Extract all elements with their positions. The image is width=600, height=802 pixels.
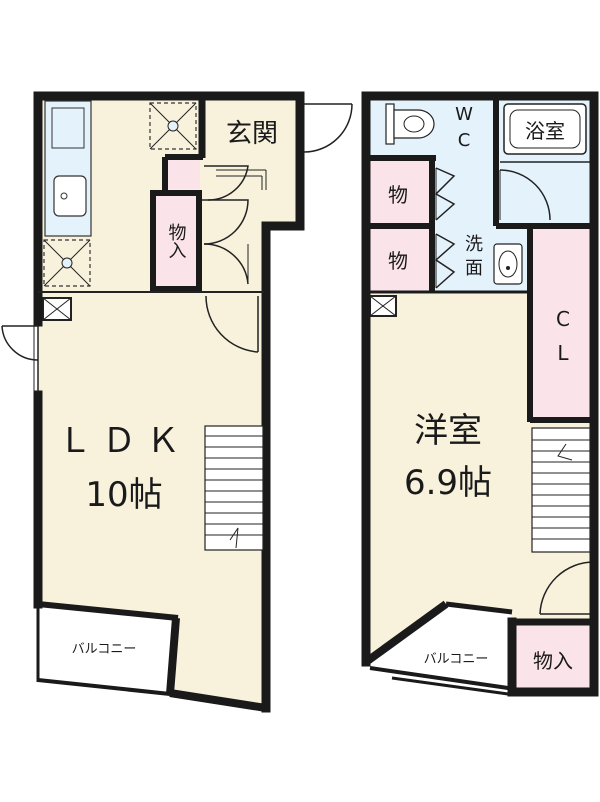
storage-mid-fill: [366, 228, 430, 292]
floor1-main-fill: [38, 96, 300, 706]
wc-label-w: W: [455, 104, 473, 125]
floor1-balcony-side: [166, 617, 180, 695]
storage-top-label: 物: [388, 183, 408, 207]
pipe-shaft-icon: [369, 295, 397, 317]
storage-mid-label: 物: [388, 249, 408, 273]
ldk-size-label: 10帖: [85, 475, 162, 515]
floor2-wall-outer: [361, 91, 599, 697]
wash-label-2: 面: [465, 258, 483, 279]
entrance-label: 玄関: [226, 119, 278, 149]
balcony-label-2f: バルコニー: [424, 652, 489, 667]
ventilation-fan-icon: [43, 239, 91, 287]
door-swing-icon: [204, 165, 267, 201]
floor2-balcony-rail: [369, 666, 509, 690]
floor1-balcony-fill: [40, 606, 176, 694]
pipe-shaft-icon: [42, 297, 72, 321]
stairs-icon: [204, 425, 264, 551]
ldk-label: ＬＤＫ: [58, 421, 190, 461]
floor1-wall-bottom: [169, 689, 267, 712]
kitchen-sink-icon: [53, 175, 87, 217]
small-storage-fill-1f: [168, 157, 200, 189]
western-room-label: 洋室: [414, 411, 482, 451]
storage-label-1f: 物入: [166, 223, 187, 259]
washbasin-icon: [493, 243, 523, 285]
bathtub-icon: [499, 103, 590, 221]
storage-bottom-fill: [512, 622, 594, 692]
entrance-door-icon: [303, 103, 353, 153]
storage-top-fill: [366, 160, 430, 224]
closet-fill: [532, 228, 594, 420]
storage-bottom-label: 物入: [533, 649, 573, 673]
ventilation-fan-icon: [149, 102, 197, 150]
door-swing-icon: [434, 233, 456, 289]
stairs-icon: [531, 427, 591, 553]
floor2-main-fill: [366, 294, 594, 662]
floor2-balcony-fill: [370, 606, 510, 690]
floor2-wall-angle: [363, 600, 449, 666]
floor1-balcony-rail: [37, 678, 171, 696]
closet-label-l: L: [557, 341, 569, 365]
door-swing-icon: [539, 561, 595, 615]
storage-frame-1f: [150, 190, 202, 292]
door-swing-icon: [434, 167, 456, 221]
floor2-balcony-top: [445, 601, 513, 615]
wash-label-1: 洗: [465, 234, 483, 255]
floor-1: ＬＤＫ 10帖 玄関 物入 バルコニー: [1, 91, 353, 713]
toilet-icon: [385, 103, 435, 145]
floor-2: W C 浴室 物 物 洗 面 C L 洋室 6.9帖 バルコニー 物入: [361, 91, 599, 697]
western-room-size: 6.9帖: [404, 463, 492, 503]
bath-label: 浴室: [525, 119, 565, 143]
door-swing-icon: [202, 199, 249, 285]
door-swing-icon: [1, 325, 39, 392]
storage-fill-1f: [153, 193, 199, 289]
balcony-label-1f: バルコニー: [72, 642, 137, 657]
closet-label-c: C: [556, 307, 570, 331]
kitchen-burner: [51, 107, 85, 149]
door-swing-icon: [205, 295, 259, 353]
wc-label-c: C: [458, 130, 471, 151]
floor1-balcony-wall: [37, 601, 179, 621]
floor2-balcony-bottom: [391, 676, 509, 696]
floor1-wall-top: [33, 91, 305, 713]
